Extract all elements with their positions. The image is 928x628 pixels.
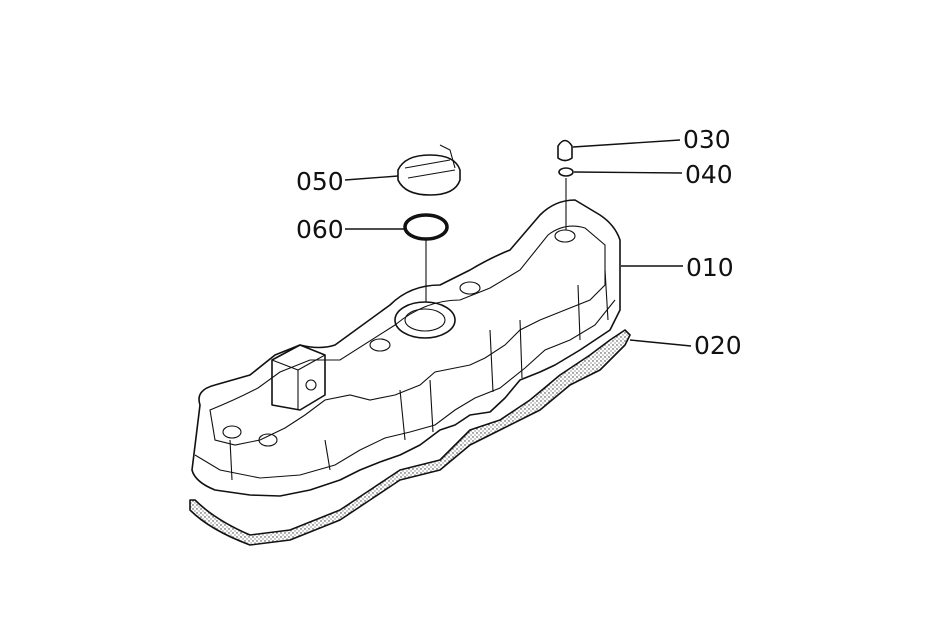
washer-040 — [558, 167, 574, 177]
cap-nut-030 — [557, 139, 573, 162]
label-030: 030 — [683, 125, 731, 154]
label-040: 040 — [685, 160, 733, 189]
label-060: 060 — [296, 215, 344, 244]
gasket-020 — [189, 329, 631, 546]
leader-lines — [344, 139, 692, 347]
label-050: 050 — [296, 167, 344, 196]
oil-filler-cap-050 — [397, 144, 461, 196]
rocker-cover-010 — [191, 199, 621, 497]
label-010: 010 — [686, 253, 734, 282]
o-ring-060 — [403, 213, 449, 241]
label-020: 020 — [694, 331, 742, 360]
